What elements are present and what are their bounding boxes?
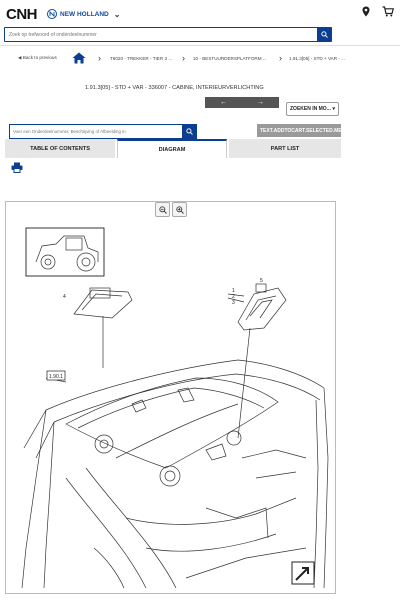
callout-2: 2 [232, 294, 235, 300]
diagram-nav: ← → [205, 97, 279, 108]
back-to-previous-link[interactable]: ◀ Back to previous [18, 55, 57, 60]
divider [0, 45, 400, 46]
cnh-logo[interactable]: CNH [6, 6, 38, 23]
zoom-out-icon [158, 205, 167, 214]
new-holland-logo-icon [47, 9, 57, 19]
breadcrumb-separator-icon: › [279, 53, 282, 63]
global-search-input[interactable] [5, 28, 317, 41]
cabin-roof [45, 359, 325, 487]
search-in-model-select[interactable]: ZOEKEN IN MO... ▾ [286, 102, 339, 116]
callout-3: 3 [232, 300, 235, 306]
global-search-button[interactable] [317, 28, 331, 41]
home-icon[interactable] [72, 52, 86, 64]
tractor-thumbnail-icon [25, 227, 105, 277]
search-icon [185, 128, 193, 135]
breadcrumb-item-section[interactable]: 10 - BESTUURDERSPLATFORM ... [193, 56, 267, 61]
zoom-in-button[interactable] [172, 202, 187, 217]
chevron-down-icon: ⌄ [113, 9, 121, 19]
zoom-out-button[interactable] [155, 202, 170, 217]
zoom-in-icon [175, 205, 184, 214]
part-4-inset [73, 287, 133, 368]
brand-selector[interactable]: NEW HOLLAND ⌄ [47, 9, 120, 19]
page-title: 1.91.3[05] - STD + VAR - 336007 - CABINE… [85, 85, 264, 91]
tab-table-of-contents[interactable]: TABLE OF CONTENTS [5, 139, 115, 158]
breadcrumb-separator-icon: › [182, 53, 185, 63]
part-1-inset [227, 283, 287, 439]
next-section-arrow-icon [291, 561, 315, 585]
callout-1: 1 [232, 288, 235, 294]
add-to-cart-button[interactable]: TEXT.ADDTOCART.SELECTED.MESSAGE [257, 124, 341, 137]
part-search-button[interactable] [182, 125, 196, 138]
callout-4: 4 [63, 294, 66, 300]
cart-icon[interactable] [382, 6, 394, 17]
tab-part-list[interactable]: PART LIST [229, 139, 341, 158]
breadcrumb: ◀ Back to previous › T6020 - TREKKER - T… [0, 52, 400, 68]
select-value: ZOEKEN IN MO... [290, 106, 331, 112]
part-search-input[interactable] [10, 125, 182, 138]
location-pin-icon[interactable] [362, 6, 370, 17]
brand-name: NEW HOLLAND [60, 10, 109, 18]
global-search [4, 27, 332, 42]
back-label: Back to previous [22, 55, 57, 60]
tab-bar: TABLE OF CONTENTS DIAGRAM PART LIST [5, 139, 341, 159]
diagram-viewer[interactable] [5, 201, 336, 594]
callout-1-90-1: 1.90.1 [49, 374, 63, 380]
breadcrumb-item-group[interactable]: 1.91.3[05] - STD + VAR - ... [289, 56, 345, 61]
breadcrumb-separator-icon: › [98, 53, 101, 63]
search-icon [320, 31, 328, 38]
parts-diagram: 4 1 2 3 5 1.90.1 [21, 227, 329, 589]
chevron-down-icon: ▾ [332, 106, 335, 112]
part-search [9, 124, 197, 139]
print-icon[interactable] [11, 162, 23, 173]
next-arrow-button[interactable]: → [257, 99, 264, 106]
tab-diagram[interactable]: DIAGRAM [117, 139, 227, 158]
breadcrumb-item-model[interactable]: T6020 - TREKKER - TIER 3 ... [110, 56, 173, 61]
cabin-frame [21, 387, 329, 589]
previous-arrow-button[interactable]: ← [220, 99, 227, 106]
callout-5: 5 [260, 278, 263, 284]
